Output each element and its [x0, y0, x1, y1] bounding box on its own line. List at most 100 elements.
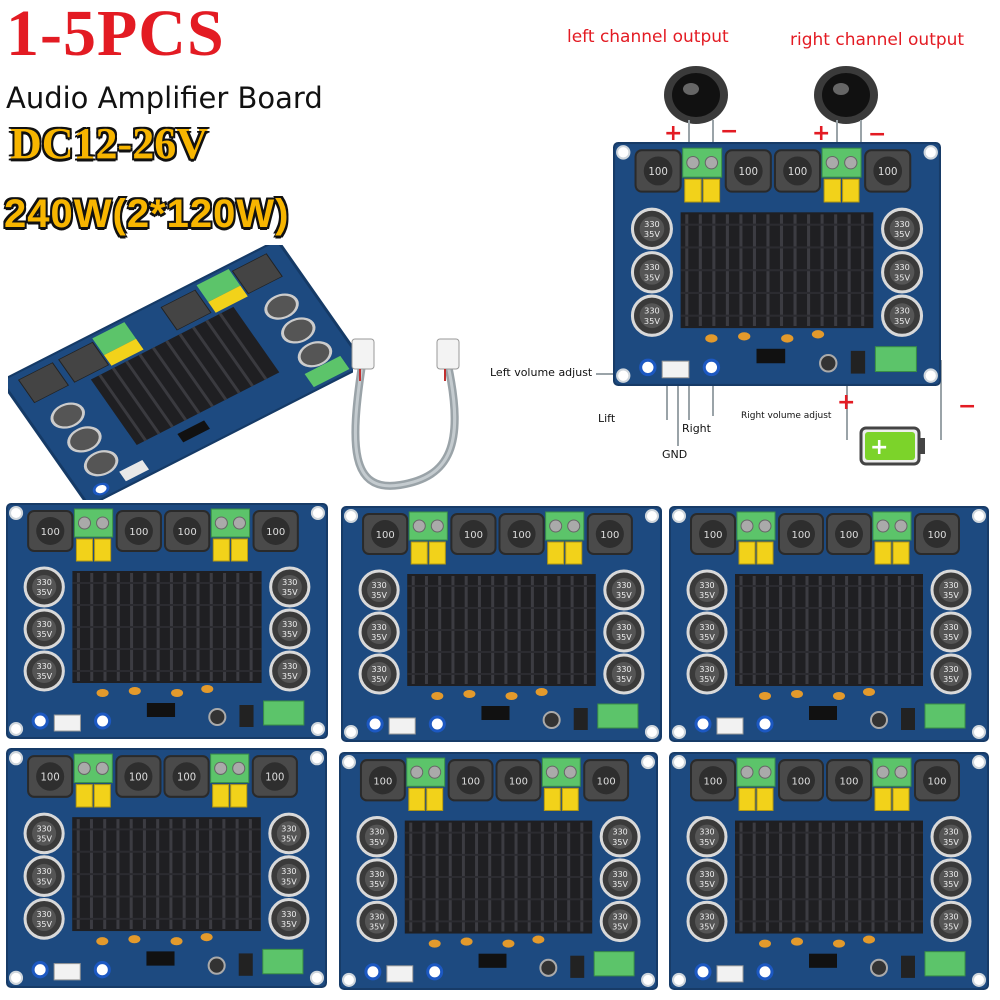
svg-text:35V: 35V: [36, 672, 52, 681]
svg-text:100: 100: [597, 776, 616, 787]
svg-text:330: 330: [36, 823, 51, 833]
svg-text:35V: 35V: [616, 633, 632, 642]
svg-text:330: 330: [371, 623, 386, 632]
svg-text:35V: 35V: [369, 922, 385, 931]
svg-text:100: 100: [129, 772, 148, 783]
svg-text:100: 100: [373, 776, 392, 787]
lift-label: Lift: [598, 412, 616, 425]
svg-text:35V: 35V: [369, 838, 385, 847]
svg-text:35V: 35V: [894, 316, 910, 326]
svg-text:35V: 35V: [371, 675, 387, 684]
svg-text:100: 100: [464, 530, 483, 541]
svg-text:35V: 35V: [943, 838, 959, 847]
svg-text:35V: 35V: [36, 919, 52, 929]
svg-text:100: 100: [129, 527, 148, 538]
svg-text:330: 330: [369, 870, 384, 879]
svg-text:330: 330: [282, 578, 297, 587]
gnd-label: GND: [662, 448, 688, 461]
left-channel-output-label: left channel output: [567, 27, 729, 47]
svg-text:330: 330: [613, 912, 628, 921]
right-volume-label: Right volume adjust: [741, 411, 832, 421]
svg-text:35V: 35V: [943, 633, 959, 642]
svg-text:35V: 35V: [36, 834, 52, 844]
svg-text:100: 100: [927, 776, 946, 787]
svg-text:100: 100: [41, 772, 60, 783]
power-label: 240W(2*120W): [4, 192, 290, 236]
svg-text:35V: 35V: [371, 591, 387, 600]
product-title: 1-5PCS: [6, 0, 225, 70]
svg-text:100: 100: [461, 776, 480, 787]
svg-text:35V: 35V: [699, 633, 715, 642]
svg-text:330: 330: [616, 623, 631, 632]
svg-text:100: 100: [265, 772, 284, 783]
svg-text:330: 330: [644, 262, 660, 272]
svg-text:330: 330: [699, 912, 714, 921]
svg-text:330: 330: [36, 866, 51, 876]
svg-text:100: 100: [178, 527, 197, 538]
svg-text:35V: 35V: [282, 588, 298, 597]
right-volume-pointer: [712, 380, 714, 416]
right-plus-sign: +: [812, 121, 831, 146]
svg-text:100: 100: [41, 527, 60, 538]
svg-text:35V: 35V: [699, 675, 715, 684]
svg-text:330: 330: [943, 912, 958, 921]
svg-text:100: 100: [878, 166, 898, 178]
svg-text:330: 330: [281, 866, 296, 876]
power-minus-sign: −: [958, 394, 977, 419]
svg-text:330: 330: [371, 581, 386, 590]
board-angled-photo: [8, 245, 353, 500]
svg-text:330: 330: [282, 620, 297, 629]
right-speaker-icon: [814, 66, 878, 124]
svg-text:35V: 35V: [281, 834, 297, 844]
svg-text:35V: 35V: [612, 922, 628, 931]
svg-text:330: 330: [37, 662, 52, 671]
cable-photo: [351, 338, 460, 490]
svg-text:35V: 35V: [281, 919, 297, 929]
voltage-label: DC12-26V: [10, 119, 208, 168]
svg-text:35V: 35V: [616, 675, 632, 684]
svg-text:100: 100: [791, 530, 810, 541]
left-plus-sign: +: [664, 121, 683, 146]
svg-text:330: 330: [616, 665, 631, 674]
svg-text:35V: 35V: [699, 591, 715, 600]
gnd-pointer: [677, 380, 679, 446]
power-minus-wire: [940, 360, 942, 440]
svg-text:330: 330: [644, 306, 660, 316]
svg-text:35V: 35V: [943, 591, 959, 600]
svg-text:35V: 35V: [644, 316, 660, 326]
svg-text:330: 330: [36, 909, 51, 919]
svg-text:330: 330: [943, 665, 958, 674]
svg-text:35V: 35V: [282, 630, 298, 639]
right-pointer: [688, 380, 690, 420]
svg-text:330: 330: [616, 581, 631, 590]
right-plus-wire: [836, 120, 838, 156]
left-speaker-icon: [664, 66, 728, 124]
svg-text:100: 100: [648, 166, 668, 178]
svg-text:330: 330: [644, 219, 660, 229]
svg-text:35V: 35V: [371, 633, 387, 642]
power-plus-sign: +: [837, 390, 856, 415]
svg-text:35V: 35V: [282, 672, 298, 681]
svg-text:100: 100: [600, 530, 619, 541]
svg-text:35V: 35V: [943, 922, 959, 931]
svg-text:330: 330: [281, 909, 296, 919]
right-minus-sign: −: [868, 122, 887, 147]
svg-text:35V: 35V: [612, 880, 628, 889]
svg-text:330: 330: [613, 870, 628, 879]
battery-icon: +: [859, 426, 925, 466]
svg-text:330: 330: [369, 828, 384, 837]
svg-text:35V: 35V: [644, 273, 660, 283]
svg-text:100: 100: [266, 527, 285, 538]
svg-text:330: 330: [943, 581, 958, 590]
svg-text:35V: 35V: [943, 675, 959, 684]
svg-text:330: 330: [699, 623, 714, 632]
svg-text:100: 100: [177, 772, 196, 783]
svg-text:330: 330: [37, 620, 52, 629]
svg-text:100: 100: [791, 776, 810, 787]
left-minus-wire: [712, 120, 714, 156]
